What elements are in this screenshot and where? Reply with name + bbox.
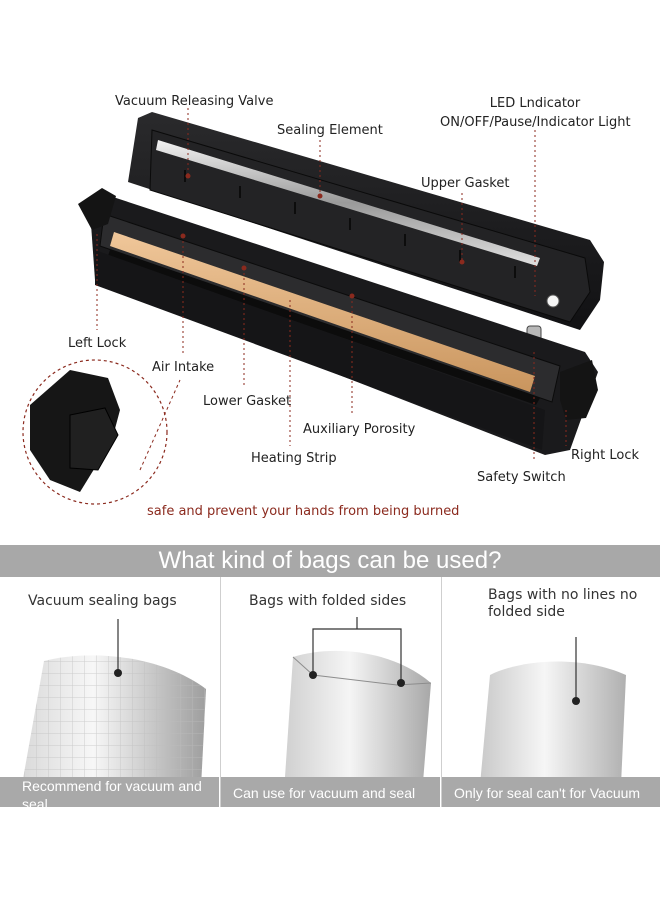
panel-title: Vacuum sealing bags	[28, 593, 177, 609]
caption-bar: Only for seal can't for Vacuum	[442, 777, 660, 807]
lid	[128, 112, 604, 351]
label-led-indicator-line1: LED Lndicator	[489, 96, 581, 111]
panel-divider	[220, 577, 221, 807]
led-indicator-icon	[546, 294, 560, 308]
left-lock-icon	[78, 188, 116, 230]
panel-caption: Only for seal can't for Vacuum	[454, 785, 641, 801]
label-left-lock: Left Lock	[68, 336, 127, 351]
section-banner	[0, 545, 660, 577]
label-upper-gasket: Upper Gasket	[421, 176, 510, 191]
panel-caption: Can use for vacuum and seal	[233, 785, 416, 801]
bag-panel-no-lines: Bags with no lines no folded side Only f…	[442, 577, 660, 807]
safety-note: safe and prevent your hands from being b…	[147, 504, 460, 519]
label-right-lock: Right Lock	[571, 448, 640, 463]
label-vacuum-releasing-valve: Vacuum Releasing Valve	[115, 94, 274, 109]
pointer-dot	[397, 679, 405, 687]
pointer-dot	[309, 671, 317, 679]
label-lower-gasket: Lower Gasket	[203, 394, 292, 409]
label-safety-switch: Safety Switch	[477, 470, 566, 485]
label-sealing-element: Sealing Element	[277, 123, 383, 138]
label-led-indicator: LED Lndicator ON/OFF/Pause/Indicator Lig…	[440, 96, 631, 130]
label-auxiliary-porosity: Auxiliary Porosity	[303, 422, 416, 437]
plain-bag-image	[478, 637, 626, 807]
label-air-intake: Air Intake	[152, 360, 215, 375]
folded-bag-image	[283, 617, 432, 807]
textured-bag-image	[18, 619, 206, 807]
vacuum-sealer-diagram	[22, 108, 604, 505]
bag-panel-folded-sides: Bags with folded sides Can use for vacuu…	[221, 577, 440, 807]
heating-strip-bar	[110, 232, 535, 392]
sealing-element-bar	[156, 140, 540, 266]
panel-title-line2: folded side	[488, 604, 565, 620]
label-heating-strip: Heating Strip	[251, 451, 337, 466]
panel-title: Bags with folded sides	[249, 593, 407, 609]
pointer-dot	[572, 697, 580, 705]
panel-title: Bags with no lines no folded side	[488, 587, 637, 621]
caption-bar: Recommend for vacuum and seal	[0, 777, 219, 807]
pointer-dot	[114, 669, 122, 677]
panel-divider	[441, 577, 442, 807]
section-heading: What kind of bags can be used?	[158, 547, 502, 574]
caption-bar: Can use for vacuum and seal	[221, 777, 440, 807]
right-lock-icon	[560, 360, 598, 420]
label-led-indicator-line2: ON/OFF/Pause/Indicator Light	[440, 115, 631, 130]
bag-panel-vacuum-sealing: Vacuum sealing bags Recommend for vacuum…	[0, 577, 219, 807]
lock-zoom-inset	[22, 359, 181, 505]
panel-caption: Recommend for vacuum and seal	[22, 778, 202, 807]
panel-title-line1: Bags with no lines no	[488, 587, 638, 603]
base	[90, 196, 598, 455]
